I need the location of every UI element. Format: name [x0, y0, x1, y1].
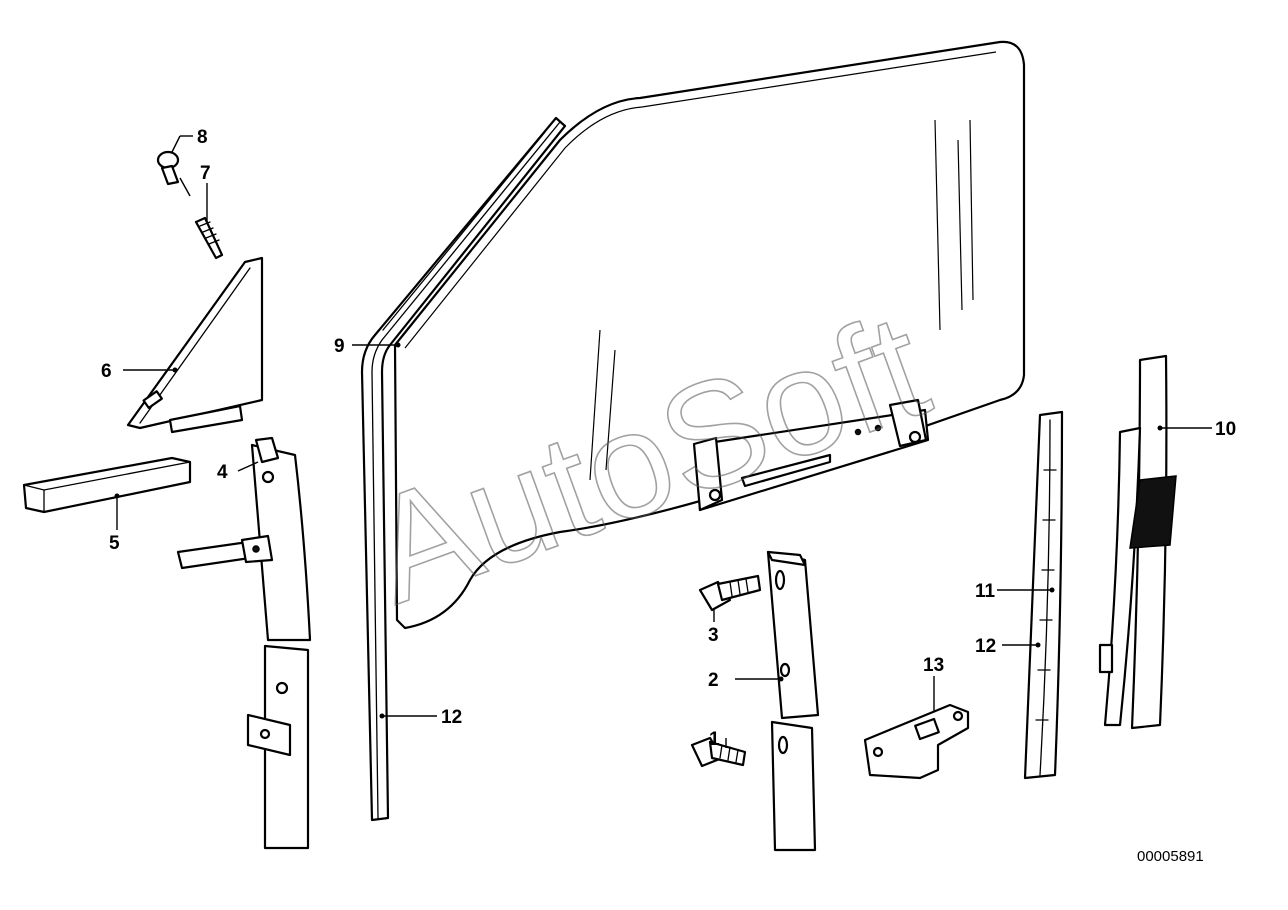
callout-3: 3 [708, 625, 719, 646]
callout-6: 6 [101, 361, 112, 382]
callout-4: 4 [217, 462, 228, 483]
callout-13: 13 [923, 655, 944, 676]
callout-12-right: 12 [975, 636, 996, 657]
callout-10: 10 [1215, 419, 1236, 440]
callout-2: 2 [708, 670, 719, 691]
hex-bolt-lower [690, 736, 747, 768]
callout-1: 1 [709, 729, 720, 750]
rear-guide-rail [766, 550, 820, 852]
callout-11: 11 [975, 581, 996, 602]
document-number: 00005891 [1137, 848, 1204, 865]
mounting-bracket [863, 703, 970, 780]
front-guide-rail [176, 436, 312, 850]
triangle-trim-panel [126, 256, 264, 434]
leader-lines [114, 135, 1212, 748]
window-seal-strip [1023, 410, 1064, 780]
outer-door-seal [1098, 354, 1177, 730]
hex-bolt-upper [698, 574, 762, 612]
screw [194, 216, 224, 260]
callout-9: 9 [334, 336, 345, 357]
callout-5: 5 [109, 533, 120, 554]
callout-8: 8 [197, 127, 208, 148]
lifting-channel [692, 398, 930, 512]
foam-block [22, 456, 192, 514]
plastic-clip [156, 150, 180, 186]
callout-12-left: 12 [441, 707, 462, 728]
callout-7: 7 [200, 163, 211, 184]
